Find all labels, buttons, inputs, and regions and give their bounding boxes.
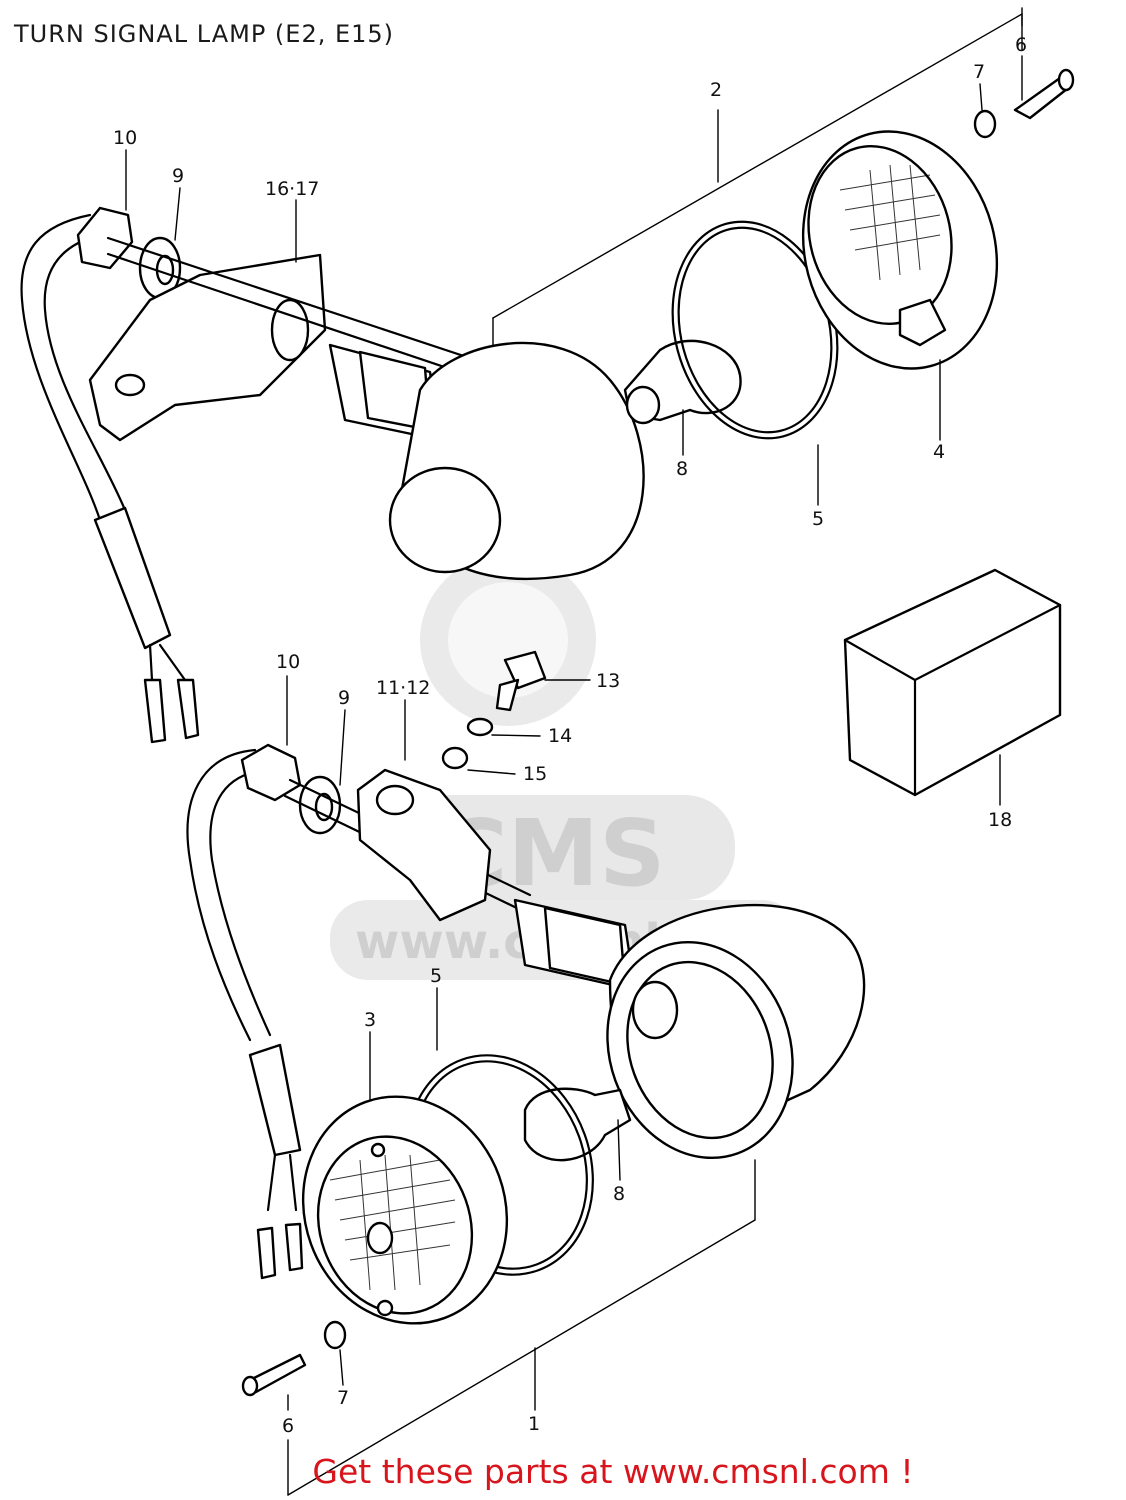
callout-16-17: 16·17 xyxy=(265,178,319,200)
flasher-relay xyxy=(843,568,1062,797)
callout-11-12: 11·12 xyxy=(376,677,430,699)
callout-7-lower: 7 xyxy=(337,1387,349,1409)
callout-10-upper: 10 xyxy=(113,127,137,149)
lamp-housing-lower xyxy=(606,904,866,1160)
callout-6-upper: 6 xyxy=(1015,34,1027,56)
callout-5-lower: 5 xyxy=(430,965,442,987)
callout-5-upper: 5 xyxy=(812,508,824,530)
callout-8-upper: 8 xyxy=(676,458,688,480)
callout-labels: 10 9 16·17 2 7 6 8 5 4 10 9 11·12 13 14 … xyxy=(113,34,1027,1437)
assembly-frame-lower xyxy=(287,1159,756,1496)
bolt-13 xyxy=(495,650,547,712)
footer-text[interactable]: Get these parts at www.cmsnl.com ! xyxy=(312,1452,914,1491)
callout-7-upper: 7 xyxy=(973,61,985,83)
socket-upper xyxy=(328,343,442,442)
washer-small-lower xyxy=(323,1320,347,1350)
wire-harness-lower xyxy=(186,748,304,1280)
callout-18: 18 xyxy=(988,809,1012,831)
callout-2: 2 xyxy=(710,79,722,101)
bulb-upper xyxy=(623,339,742,425)
wire-harness-upper xyxy=(20,213,200,744)
footer-link[interactable]: Get these parts at www.cmsnl.com ! xyxy=(0,1452,1126,1491)
lens-upper xyxy=(801,130,999,370)
stud-upper xyxy=(106,236,502,386)
diagram-title: TURN SIGNAL LAMP (E2, E15) xyxy=(14,20,395,48)
callout-8-lower: 8 xyxy=(613,1183,625,1205)
callout-9-upper: 9 xyxy=(172,165,184,187)
washer-lower xyxy=(298,775,342,835)
callout-15: 15 xyxy=(523,763,547,785)
callout-6-lower: 6 xyxy=(282,1415,294,1437)
screw-lower xyxy=(241,1353,307,1397)
callout-10-lower: 10 xyxy=(276,651,300,673)
callout-1: 1 xyxy=(528,1413,540,1435)
callout-4: 4 xyxy=(933,441,945,463)
bracket-upper xyxy=(88,253,327,442)
callout-9-lower: 9 xyxy=(338,687,350,709)
bracket-lower xyxy=(356,768,492,922)
lamp-housing-upper xyxy=(388,341,645,580)
callout-14: 14 xyxy=(548,725,572,747)
lock-washer-14 xyxy=(466,717,494,737)
screw-upper xyxy=(1013,68,1075,120)
leader-lines xyxy=(125,55,1023,1411)
assembly-frame-upper xyxy=(492,7,1023,346)
callout-13: 13 xyxy=(596,670,620,692)
callout-3: 3 xyxy=(364,1009,376,1031)
nut-lower xyxy=(240,743,302,802)
washer-15 xyxy=(441,746,469,770)
washer-small-upper xyxy=(973,109,997,139)
nut-upper xyxy=(76,206,134,270)
lens-lower xyxy=(301,1095,509,1325)
bulb-lower xyxy=(523,1087,632,1162)
